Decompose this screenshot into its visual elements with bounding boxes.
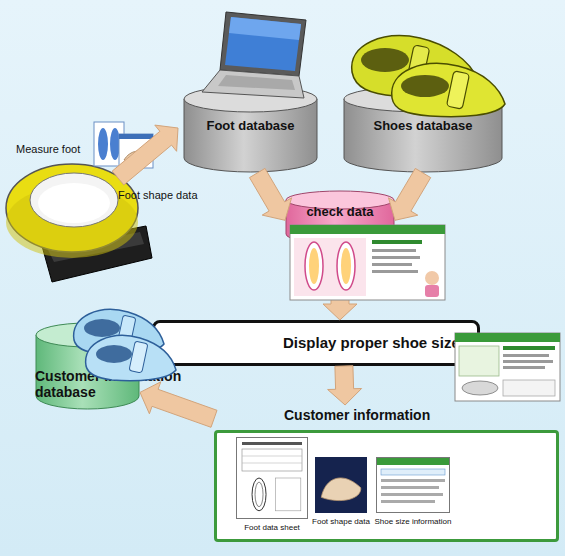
- process-box: Display proper shoe size: [152, 320, 480, 366]
- flow-arrow: [112, 125, 178, 185]
- screenshot: [290, 225, 445, 300]
- shoes: [74, 310, 176, 381]
- annotation-label: Measure foot: [16, 143, 80, 156]
- node-label: Display proper shoe size: [283, 334, 460, 351]
- node-label: Foot database: [183, 119, 318, 134]
- node-label: Shoes database: [343, 119, 503, 134]
- group-box: Customer informationFoot data sheetFoot …: [214, 405, 559, 543]
- thumbnail-caption: Foot data sheet: [232, 523, 312, 532]
- screenshot: [455, 333, 560, 401]
- thumbnail-image: [376, 457, 450, 513]
- document-thumbnail: Foot shape data: [310, 457, 372, 537]
- thumbnail-caption: Shoe size information: [370, 517, 456, 526]
- flow-arrow: [250, 168, 292, 220]
- thumbnail-image: [236, 437, 308, 519]
- flow-arrow: [140, 382, 217, 428]
- annotation-label: Foot shape data: [118, 189, 198, 202]
- group-heading: Customer information: [284, 407, 430, 423]
- foot-scanner: [6, 164, 152, 282]
- thumbnail-caption: Foot shape data: [310, 517, 372, 526]
- thumbnail-image: [315, 457, 367, 513]
- document-thumbnail: Shoe size information: [370, 457, 456, 537]
- database-cylinder: Foot database: [183, 85, 318, 173]
- node-label: check data: [285, 205, 395, 220]
- flow-arrow: [328, 366, 362, 405]
- laptop: [202, 12, 306, 98]
- shoes: [352, 36, 505, 117]
- document-thumbnail: Foot data sheet: [232, 437, 312, 537]
- flow-arrow: [389, 168, 431, 220]
